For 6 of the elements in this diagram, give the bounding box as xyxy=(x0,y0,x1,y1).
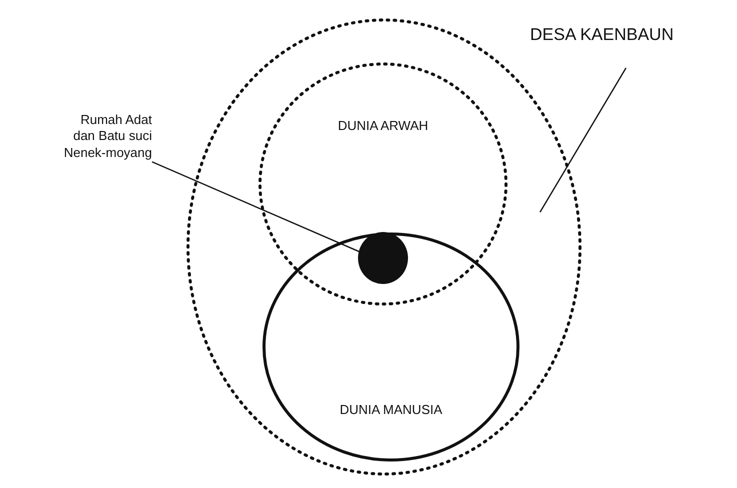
leader-line xyxy=(152,161,360,252)
village-label: DESA KAENBAUN xyxy=(530,24,675,46)
region-label: DUNIA MANUSIA xyxy=(338,402,444,418)
sacred-house-label: Rumah Adat dan Batu suci Nenek-moyang xyxy=(62,112,152,161)
region-label: DUNIA ARWAH xyxy=(336,118,430,134)
leader-line xyxy=(539,68,627,213)
